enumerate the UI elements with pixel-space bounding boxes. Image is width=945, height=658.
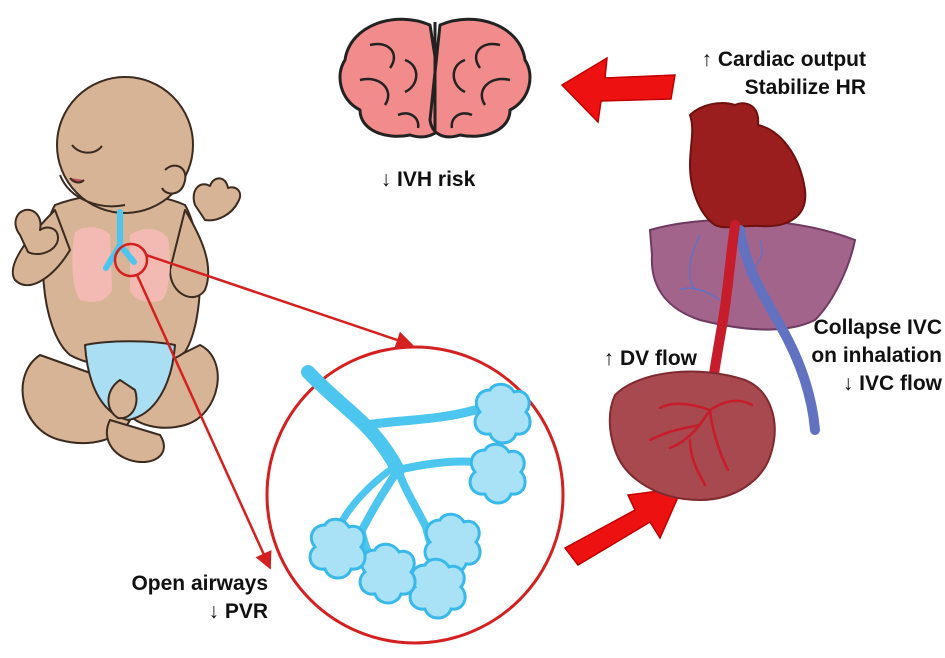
label-cardiac-output-line2: Stabilize HR	[745, 76, 866, 99]
label-ivc-line2: on inhalation	[811, 344, 942, 367]
fetal-circulation-illustration	[608, 102, 857, 502]
zoom-line-lower	[135, 274, 272, 570]
label-dv-flow: ↑ DV flow	[604, 347, 698, 370]
zoom-line-upper	[145, 253, 414, 349]
label-cardiac-output: ↑ Cardiac output Stabilize HR	[701, 48, 866, 99]
arrow-to-liver	[563, 487, 684, 566]
label-cardiac-output-line1: ↑ Cardiac output	[701, 48, 866, 71]
baby-illustration	[11, 76, 242, 464]
label-ivc: Collapse IVC on inhalation ↓ IVC flow	[811, 316, 942, 395]
arrow-to-brain	[560, 56, 676, 124]
lung-zoom-marker	[113, 242, 149, 278]
label-ivc-line1: Collapse IVC	[814, 316, 942, 339]
label-ivh-risk: ↓ IVH risk	[381, 168, 476, 191]
label-open-airways-line1: Open airways	[131, 572, 268, 595]
brain-illustration	[338, 17, 532, 139]
label-open-airways: Open airways ↓ PVR	[131, 572, 268, 623]
bronchial-tree-illustration	[301, 365, 532, 620]
label-open-airways-line2: ↓ PVR	[208, 600, 268, 623]
label-ivc-line3: ↓ IVC flow	[843, 372, 943, 395]
